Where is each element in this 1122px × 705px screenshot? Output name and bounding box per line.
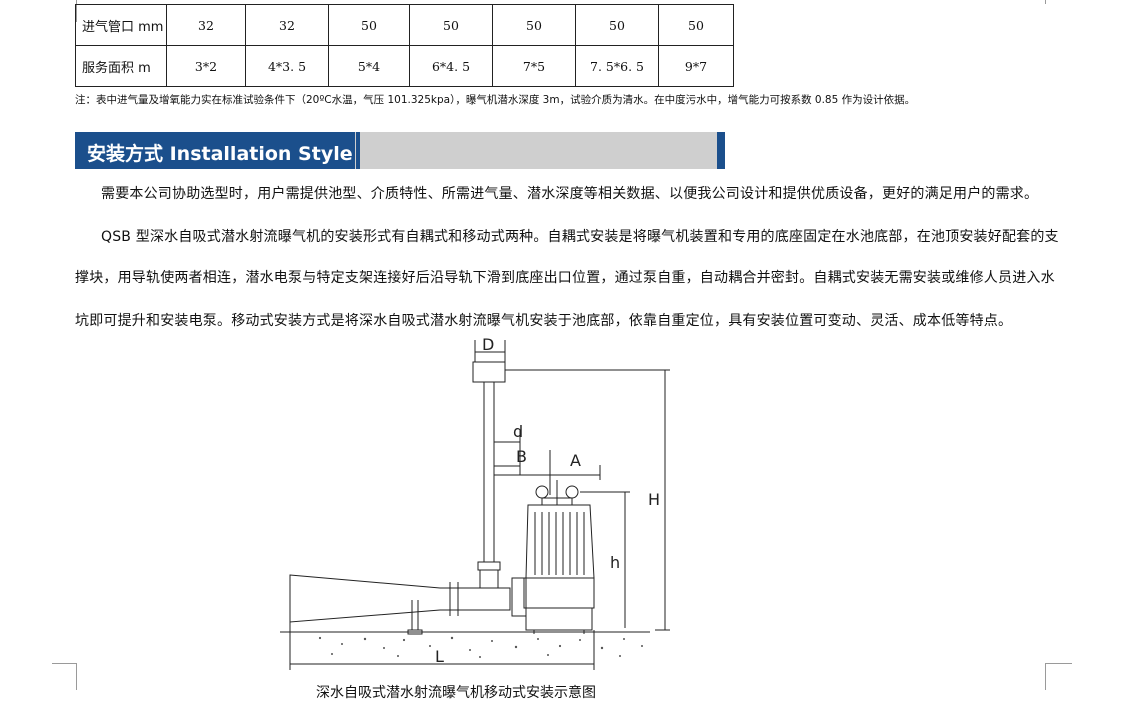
paragraph-2-line-2: 撑块，用导轨使两者相连，潜水电泵与特定支架连接好后沿导轨下滑到底座出口位置，通过…	[75, 270, 1055, 286]
table-cell: 6*4. 5	[409, 45, 493, 87]
table-cell: 50	[658, 4, 734, 46]
table-cell: 7*5	[492, 45, 576, 87]
paragraph-2-line-3: 坑即可提升和安装电泵。移动式安装方式是将深水自吸式潜水射流曝气机安装于池底部，依…	[75, 313, 1013, 329]
table-cell: 3*2	[166, 45, 246, 87]
paragraph-2-line-1: QSB 型深水自吸式潜水射流曝气机的安装形式有自耦式和移动式两种。自耦式安装是将…	[101, 229, 1059, 245]
row-header: 进气管口 mm	[75, 4, 167, 46]
page-corner-mark-top-left	[52, 0, 77, 22]
page-corner-mark-bottom-left	[52, 663, 77, 690]
spec-table: 进气管口 mm 32 32 50 50 50 50 50 服务面积 m 3*2 …	[75, 4, 734, 87]
table-cell: 32	[245, 4, 329, 46]
row-header: 服务面积 m	[75, 45, 167, 87]
dim-label-A: A	[570, 451, 581, 470]
table-cell: 32	[166, 4, 246, 46]
diagram-caption: 深水自吸式潜水射流曝气机移动式安装示意图	[316, 685, 596, 701]
dim-label-B: B	[516, 447, 527, 466]
table-note: 注：表中进气量及增氧能力实在标准试验条件下（20ºC水温，气压 101.325k…	[75, 94, 916, 106]
table-cell: 50	[328, 4, 410, 46]
section-title: 安装方式 Installation Style	[87, 143, 353, 165]
dim-label-h: h	[610, 553, 620, 572]
table-cell: 50	[492, 4, 576, 46]
table-cell: 50	[575, 4, 659, 46]
table-cell: 7. 5*6. 5	[575, 45, 659, 87]
dim-label-d: d	[513, 422, 523, 441]
section-header-bar: 安装方式 Installation Style	[75, 132, 725, 169]
page-corner-mark-bottom-right	[1045, 663, 1072, 690]
table-row: 进气管口 mm 32 32 50 50 50 50 50	[75, 4, 734, 46]
table-cell: 4*3. 5	[245, 45, 329, 87]
section-header-endcap	[717, 132, 725, 169]
installation-diagram: D d B A H h L	[280, 335, 670, 670]
paragraph-1: 需要本公司协助选型时，用户需提供池型、介质特性、所需进气量、潜水深度等相关数据、…	[101, 186, 1039, 202]
table-cell: 5*4	[328, 45, 410, 87]
table-cell: 50	[409, 4, 493, 46]
page-corner-mark-top-right	[1045, 0, 1068, 4]
table-row: 服务面积 m 3*2 4*3. 5 5*4 6*4. 5 7*5 7. 5*6.…	[75, 45, 734, 87]
dim-label-H: H	[648, 490, 660, 509]
section-header-accent	[75, 132, 360, 169]
dim-label-D: D	[482, 335, 494, 354]
dim-label-L: L	[435, 647, 444, 666]
table-cell: 9*7	[658, 45, 734, 87]
